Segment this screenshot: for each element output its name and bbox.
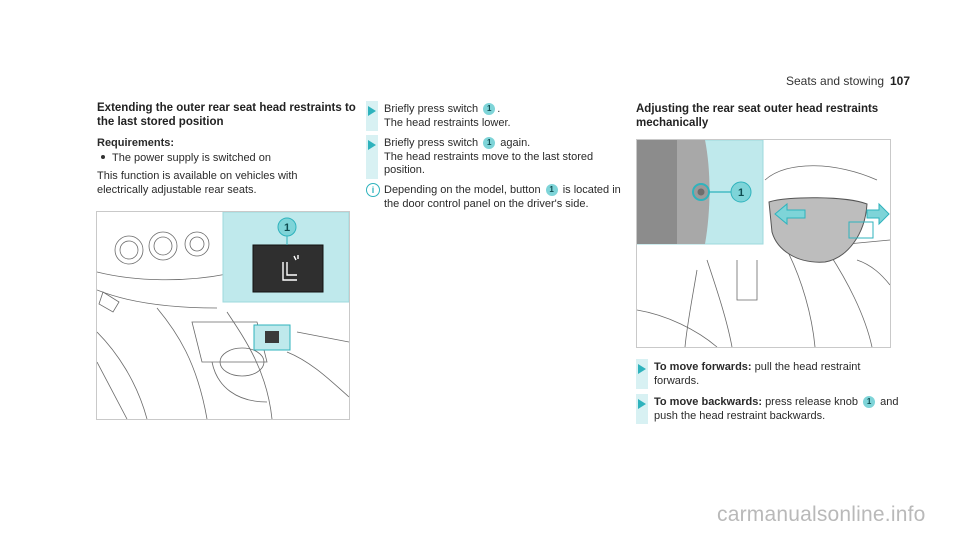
move-backwards-label: To move backwards: [654,396,762,408]
figure-head-restraint: 1 [636,139,891,348]
console-illustration: 1 [97,212,349,419]
step-move-backwards: To move backwards: press release knob 1 … [636,394,904,424]
step2-result: The head restraints move to the last sto… [384,150,594,177]
move-forwards-label: To move forwards: [654,361,752,373]
callout-1-icon: 1 [483,137,496,150]
heading-adjust-mechanically: Adjusting the rear seat outer head restr… [636,103,879,129]
page-number: 107 [890,74,911,88]
requirements-label: Requirements: [97,137,175,149]
info-after: is located in the door control panel on … [384,184,621,210]
step-arrow-icon [368,106,376,116]
requirement-text: The power supply is switched on [112,152,271,164]
callout-1-icon: 1 [545,184,558,197]
step2-after: again. [500,137,531,149]
bullet-icon [101,155,105,160]
requirements-body: This function is available on vehicles w… [97,170,298,196]
info-note: i Depending on the model, button 1 is lo… [366,183,634,211]
requirement-item: The power supply is switched on [97,152,271,166]
section-title: Seats and stowing [786,74,885,88]
figure1-callout: 1 [284,222,290,234]
step1-result: The head restraints lower. [384,116,511,129]
step-arrow-icon [638,399,646,409]
move-forwards-text: pull the head restraint forwards. [654,361,861,387]
figure2-callout: 1 [738,187,744,199]
head-restraint-illustration: 1 [637,140,890,347]
step-press-switch-again: Briefly press switch 1 again. The head r… [366,135,624,179]
callout-1-icon: 1 [863,396,876,409]
figure-console-switch: 1 [96,211,350,420]
step-arrow-icon [638,364,646,374]
step-arrow-icon [368,140,376,150]
step1-text: Briefly press switch [384,103,479,115]
move-backwards-after: and push the head restraint backwards. [654,396,899,422]
info-icon: i [366,183,380,197]
step-move-forwards: To move forwards: pull the head restrain… [636,359,904,389]
callout-1-icon: 1 [483,103,496,116]
step-press-switch-lower: Briefly press switch 1. The head restrai… [366,101,624,131]
info-text: Depending on the model, button [384,184,541,196]
move-backwards-text: press release knob [765,396,859,408]
heading-extend-head-restraints: Extending the outer rear seat head restr… [97,102,356,128]
watermark: carmanualsonline.info [717,503,926,526]
step2-text: Briefly press switch [384,137,479,149]
